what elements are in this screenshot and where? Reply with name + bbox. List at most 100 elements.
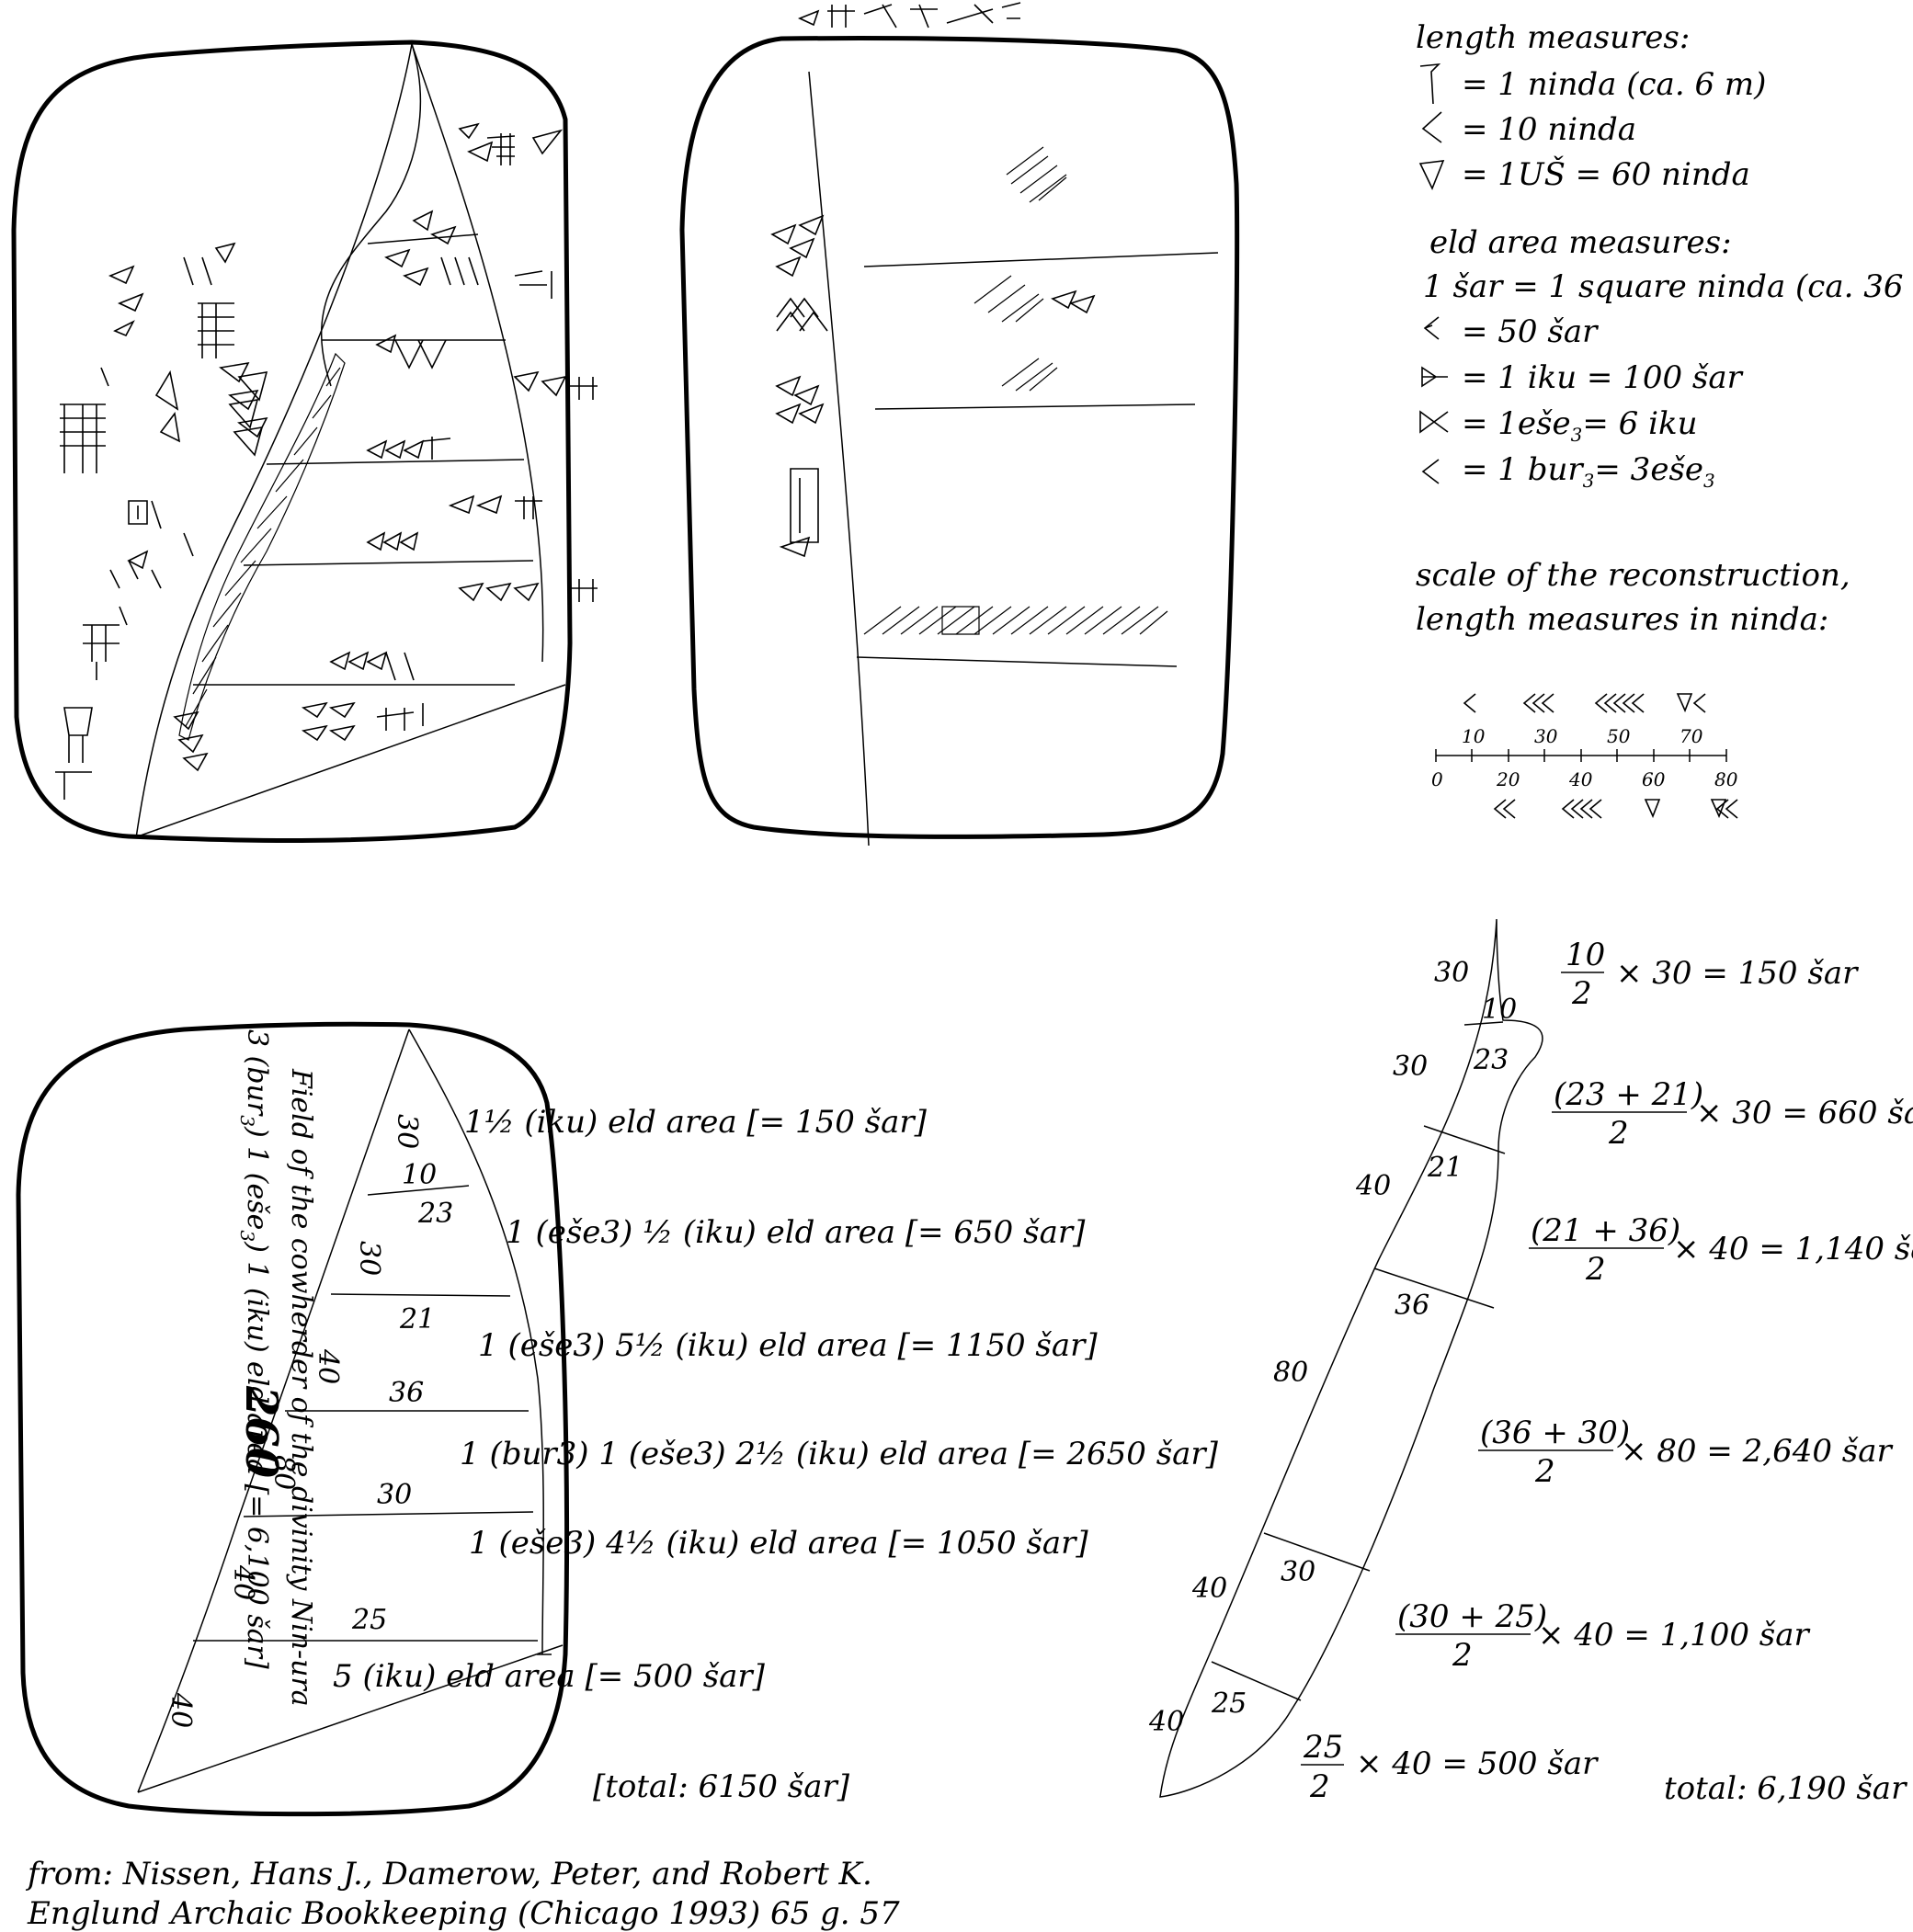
t3-inner-label-3: 21 — [399, 1303, 435, 1335]
formula-2: (23 + 21) 2 × 30 = 660 šar — [1552, 1076, 1913, 1152]
scale-title-1: scale of the reconstruction, — [1416, 557, 1850, 594]
ninda-10-icon — [1421, 111, 1442, 143]
reconstruction-shape — [1159, 918, 1543, 1798]
formula-5-rest: × 40 = 1,100 šar — [1538, 1617, 1811, 1654]
formula-1: 10 2 × 30 = 150 šar — [1561, 937, 1859, 1012]
scale-label-50: 50 — [1607, 725, 1631, 747]
t3-inner-label-2: 23 — [417, 1198, 453, 1230]
legend-ninda-1: = 1 ninda (ca. 6 m) — [1462, 66, 1766, 103]
sar-definition: 1 šar = 1 square ninda (ca. 36 m2) — [1423, 267, 1913, 305]
ninda-60-icon — [1418, 160, 1445, 190]
formula-3: (21 + 36) 2 × 40 = 1,140 šar — [1529, 1212, 1913, 1288]
citation-line-1: from: Nissen, Hans J., Damerow, Peter, a… — [25, 1856, 872, 1892]
t3-inner-label-6: 25 — [351, 1604, 387, 1636]
t3-left-label-4: 80 — [268, 1455, 300, 1490]
t3-row-2: 1 (eše3) ½ (iku) eld area [= 650 šar] — [506, 1214, 1086, 1251]
tablet-reverse-drawing — [679, 2, 1240, 847]
formula-1-rest: × 30 = 150 šar — [1616, 955, 1859, 992]
recon-inner-label-4: 36 — [1395, 1290, 1429, 1322]
cuneiform-signs-reverse — [770, 2, 1096, 558]
recon-inner-label-3: 21 — [1427, 1152, 1463, 1184]
t3-left-label-5: 40 — [227, 1564, 259, 1600]
legend-bur: = 1 bur3= 3eše3 — [1462, 451, 1715, 492]
legend-ninda-10: = 10 ninda — [1462, 111, 1636, 148]
field-reconstruction: 30 30 40 80 40 40 10 23 21 36 30 25 10 2… — [1148, 918, 1913, 1807]
iku-icon — [1421, 366, 1448, 388]
t3-total: [total: 6150 šar] — [593, 1768, 850, 1805]
formula-1-den: 2 — [1571, 975, 1592, 1012]
legend-ninda-60: = 1UŠ = 60 ninda — [1462, 155, 1750, 193]
recon-outer-label-3: 40 — [1355, 1170, 1391, 1202]
sar-50-icon — [1423, 316, 1440, 340]
citation: from: Nissen, Hans J., Damerow, Peter, a… — [25, 1856, 900, 1932]
t3-left-label-2: 30 — [353, 1241, 385, 1276]
formula-6-rest: × 40 = 500 šar — [1356, 1745, 1599, 1782]
tablet-obverse-drawing — [11, 40, 598, 843]
recon-outer-label-4: 80 — [1273, 1357, 1308, 1389]
tablet-obverse-outline — [11, 40, 573, 843]
legend-sar-50: = 50 šar — [1462, 313, 1599, 350]
recon-total: total: 6,190 šar — [1664, 1770, 1907, 1807]
t3-number-260: 260 — [235, 1385, 287, 1478]
t3-inner-label-5: 30 — [377, 1479, 412, 1511]
formula-3-rest: × 40 = 1,140 šar — [1673, 1231, 1913, 1267]
hatched-areas-reverse — [863, 146, 1168, 635]
recon-inner-label-2: 23 — [1473, 1044, 1509, 1076]
formula-1-num: 10 — [1566, 937, 1605, 973]
recon-outer-label-1: 30 — [1434, 957, 1469, 989]
hatched-strip — [178, 352, 346, 741]
t3-row-1: 1½ (iku) eld area [= 150 šar] — [464, 1104, 928, 1141]
area-measures-title: eld area measures: — [1429, 224, 1732, 261]
t3-left-label-3: 40 — [312, 1348, 344, 1384]
ninda-1-icon — [1419, 63, 1441, 105]
formula-4-rest: × 80 = 2,640 šar — [1621, 1433, 1894, 1470]
t3-row-5: 1 (eše3) 4½ (iku) eld area [= 1050 šar] — [469, 1525, 1088, 1562]
t3-inner-label-4: 36 — [389, 1377, 424, 1409]
cuneiform-signs-obverse — [55, 122, 598, 800]
scale-label-40: 40 — [1568, 768, 1593, 790]
formula-3-num: (21 + 36) — [1531, 1212, 1680, 1249]
recon-inner-label-5: 30 — [1281, 1556, 1315, 1588]
recon-inner-label-1: 10 — [1482, 994, 1517, 1026]
tablet-reverse-outline — [679, 36, 1240, 839]
scale-label-70: 70 — [1680, 725, 1703, 747]
t3-row-4: 1 (bur3) 1 (eše3) 2½ (iku) eld area [= 2… — [460, 1436, 1219, 1472]
formula-4-num: (36 + 30) — [1480, 1415, 1630, 1451]
scale-label-30: 30 — [1534, 725, 1558, 747]
t3-row-6: 5 (iku) eld area [= 500 šar] — [333, 1658, 766, 1695]
length-scale-bar: 10 30 50 70 0 20 40 60 80 — [1431, 693, 1738, 819]
formula-6-num: 25 — [1303, 1729, 1343, 1766]
t3-row-3: 1 (eše3) 5½ (iku) eld area [= 1150 šar] — [478, 1327, 1098, 1364]
t3-inner-label-1: 10 — [402, 1159, 437, 1191]
measures-legend: length measures: = 1 ninda (ca. 6 m) = 1… — [1416, 19, 1913, 819]
legend-ese: = 1eše3= 6 iku — [1462, 405, 1697, 446]
formula-4: (36 + 30) 2 × 80 = 2,640 šar — [1478, 1415, 1894, 1490]
scale-label-10: 10 — [1462, 725, 1486, 747]
scale-label-0: 0 — [1431, 768, 1443, 790]
recon-outer-label-5: 40 — [1191, 1573, 1227, 1605]
formula-2-den: 2 — [1608, 1115, 1629, 1152]
t3-left-label-6: 40 — [165, 1692, 197, 1728]
bur-icon — [1421, 459, 1440, 484]
length-measures-title: length measures: — [1416, 19, 1690, 56]
legend-iku: = 1 iku = 100 šar — [1462, 359, 1744, 396]
tablet-transliteration: 30 30 40 80 40 40 10 23 21 36 30 25 1½ (… — [16, 1021, 1219, 1817]
formula-3-den: 2 — [1585, 1251, 1606, 1288]
formula-2-rest: × 30 = 660 šar — [1696, 1095, 1913, 1131]
formula-5-den: 2 — [1452, 1637, 1473, 1674]
t3-heading-line-2: 3 (bur3) 1 (eše3) 1 (iku) eld area [= 6,… — [236, 1029, 273, 1669]
tablet-transliteration-outline — [16, 1021, 569, 1817]
formula-4-den: 2 — [1534, 1453, 1555, 1490]
scale-cuneiform-signs — [1463, 693, 1738, 819]
scale-label-60: 60 — [1642, 768, 1666, 790]
formula-6: 25 2 × 40 = 500 šar — [1301, 1729, 1599, 1805]
formula-5: (30 + 25) 2 × 40 = 1,100 šar — [1395, 1598, 1811, 1674]
recon-outer-label-2: 30 — [1393, 1051, 1428, 1083]
scale-label-20: 20 — [1496, 768, 1520, 790]
formula-5-num: (30 + 25) — [1397, 1598, 1547, 1635]
t3-heading-line-1: Field of the cowherder of the divinity N… — [285, 1068, 317, 1707]
scale-label-80: 80 — [1714, 768, 1738, 790]
formula-6-den: 2 — [1309, 1768, 1330, 1805]
ese-icon — [1419, 410, 1449, 434]
